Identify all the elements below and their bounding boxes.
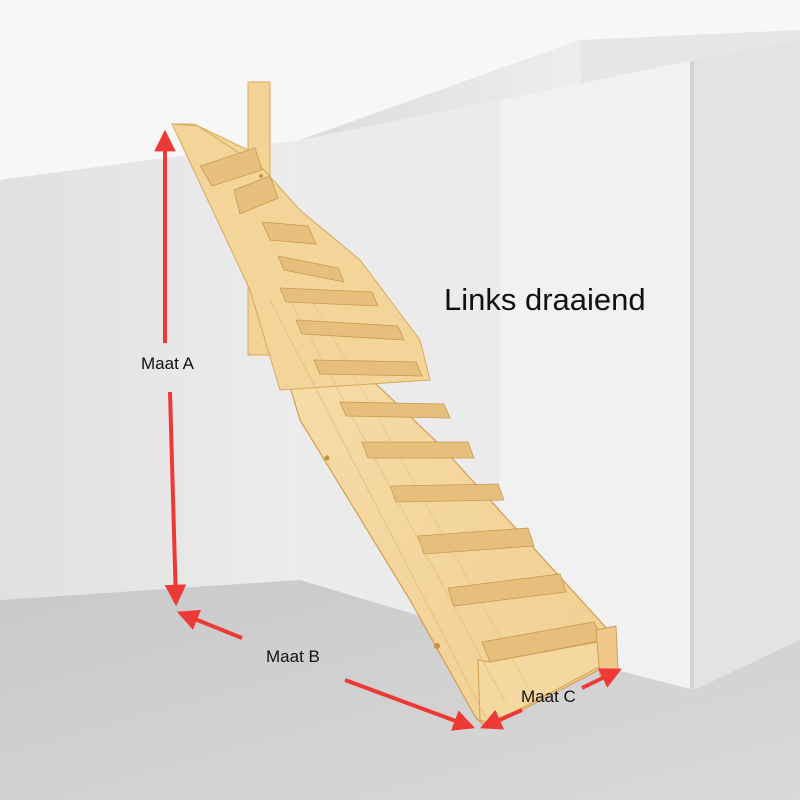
wall-block-edge bbox=[690, 60, 694, 690]
wood-knot-1 bbox=[324, 455, 330, 461]
maat-c-label: Maat C bbox=[521, 687, 576, 706]
tread-4 bbox=[277, 255, 345, 283]
staircase bbox=[171, 81, 619, 729]
wood-grain-2 bbox=[289, 299, 506, 703]
maat-a-arrow-lower bbox=[164, 391, 187, 607]
left-wall bbox=[0, 140, 300, 600]
tread-7 bbox=[313, 359, 423, 377]
maat-b-arrow-right bbox=[344, 678, 476, 731]
tread-11 bbox=[417, 527, 535, 555]
bottom-post bbox=[595, 625, 619, 677]
tread-9 bbox=[361, 441, 475, 459]
right-wall bbox=[694, 40, 800, 690]
maat-c-arrow-left bbox=[480, 708, 523, 730]
tread-10 bbox=[389, 483, 505, 503]
wood-knot-2 bbox=[434, 643, 440, 649]
wood-knot-3 bbox=[259, 174, 263, 178]
tread-3 bbox=[261, 221, 317, 245]
tread-1 bbox=[199, 147, 263, 187]
tread-5 bbox=[279, 287, 379, 307]
tread-2 bbox=[233, 175, 279, 215]
tread-8 bbox=[339, 401, 451, 419]
stair-direction-title: Links draaiend bbox=[444, 282, 646, 317]
front-wall-block bbox=[500, 60, 694, 690]
maat-b-arrow-left bbox=[176, 609, 243, 640]
wood-grain-1 bbox=[269, 299, 487, 719]
maat-a-label: Maat A bbox=[141, 354, 194, 373]
tread-6 bbox=[295, 319, 405, 341]
maat-c-arrow-right bbox=[581, 668, 622, 690]
dimension-arrows bbox=[154, 129, 622, 731]
treads bbox=[199, 147, 605, 663]
maat-b-label: Maat B bbox=[266, 647, 320, 666]
tread-12 bbox=[447, 573, 567, 607]
wood-grain-3 bbox=[311, 299, 531, 691]
